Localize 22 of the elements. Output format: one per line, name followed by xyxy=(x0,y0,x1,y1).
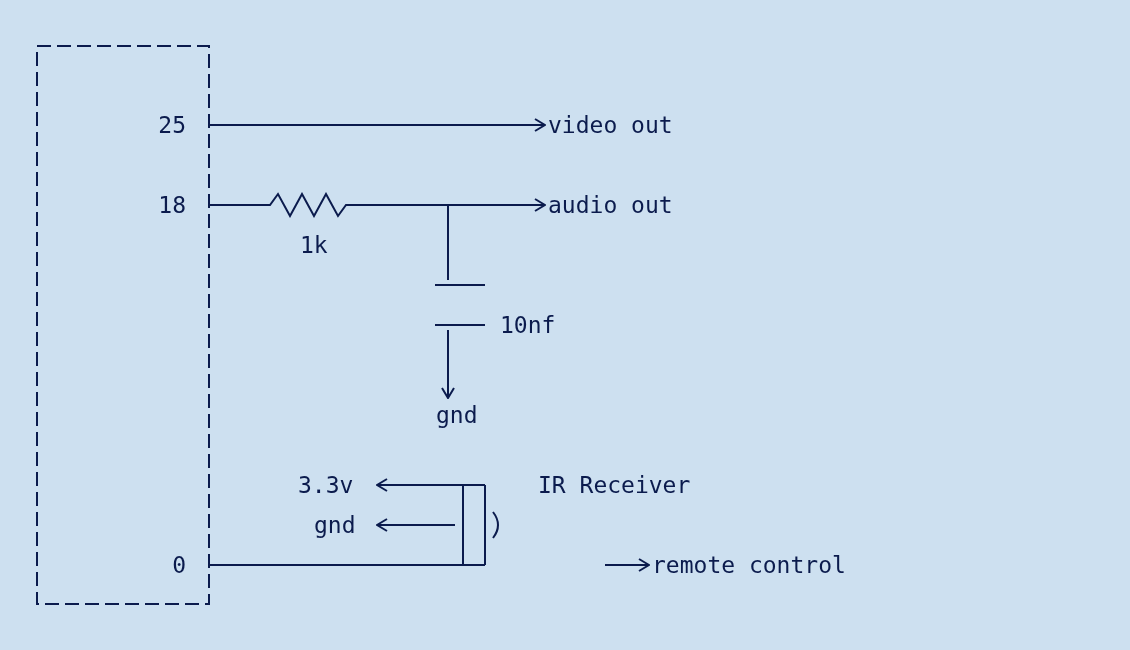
component-value: IR Receiver xyxy=(538,471,691,500)
box-symbol xyxy=(36,45,210,605)
connector-line xyxy=(376,478,456,492)
signal-label: 3.3v xyxy=(298,471,354,500)
signal-label: remote control xyxy=(652,551,846,580)
connector-line xyxy=(382,204,449,281)
connector-line xyxy=(376,518,456,532)
connector-line xyxy=(441,329,455,399)
connector-line xyxy=(604,558,650,572)
signal-label: gnd xyxy=(436,401,478,430)
connector-line xyxy=(209,118,546,132)
connector-line xyxy=(209,204,259,206)
connector-line xyxy=(209,564,456,566)
signal-label: video out xyxy=(548,111,673,140)
pin-number: 0 xyxy=(171,551,186,580)
signal-label: audio out xyxy=(548,191,673,220)
component-value: 10nf xyxy=(500,311,556,340)
resistor-symbol xyxy=(258,192,383,218)
component-value: 1k xyxy=(300,231,328,260)
pin-number: 25 xyxy=(157,111,186,140)
pin-number: 18 xyxy=(157,191,186,220)
signal-label: gnd xyxy=(314,511,356,540)
